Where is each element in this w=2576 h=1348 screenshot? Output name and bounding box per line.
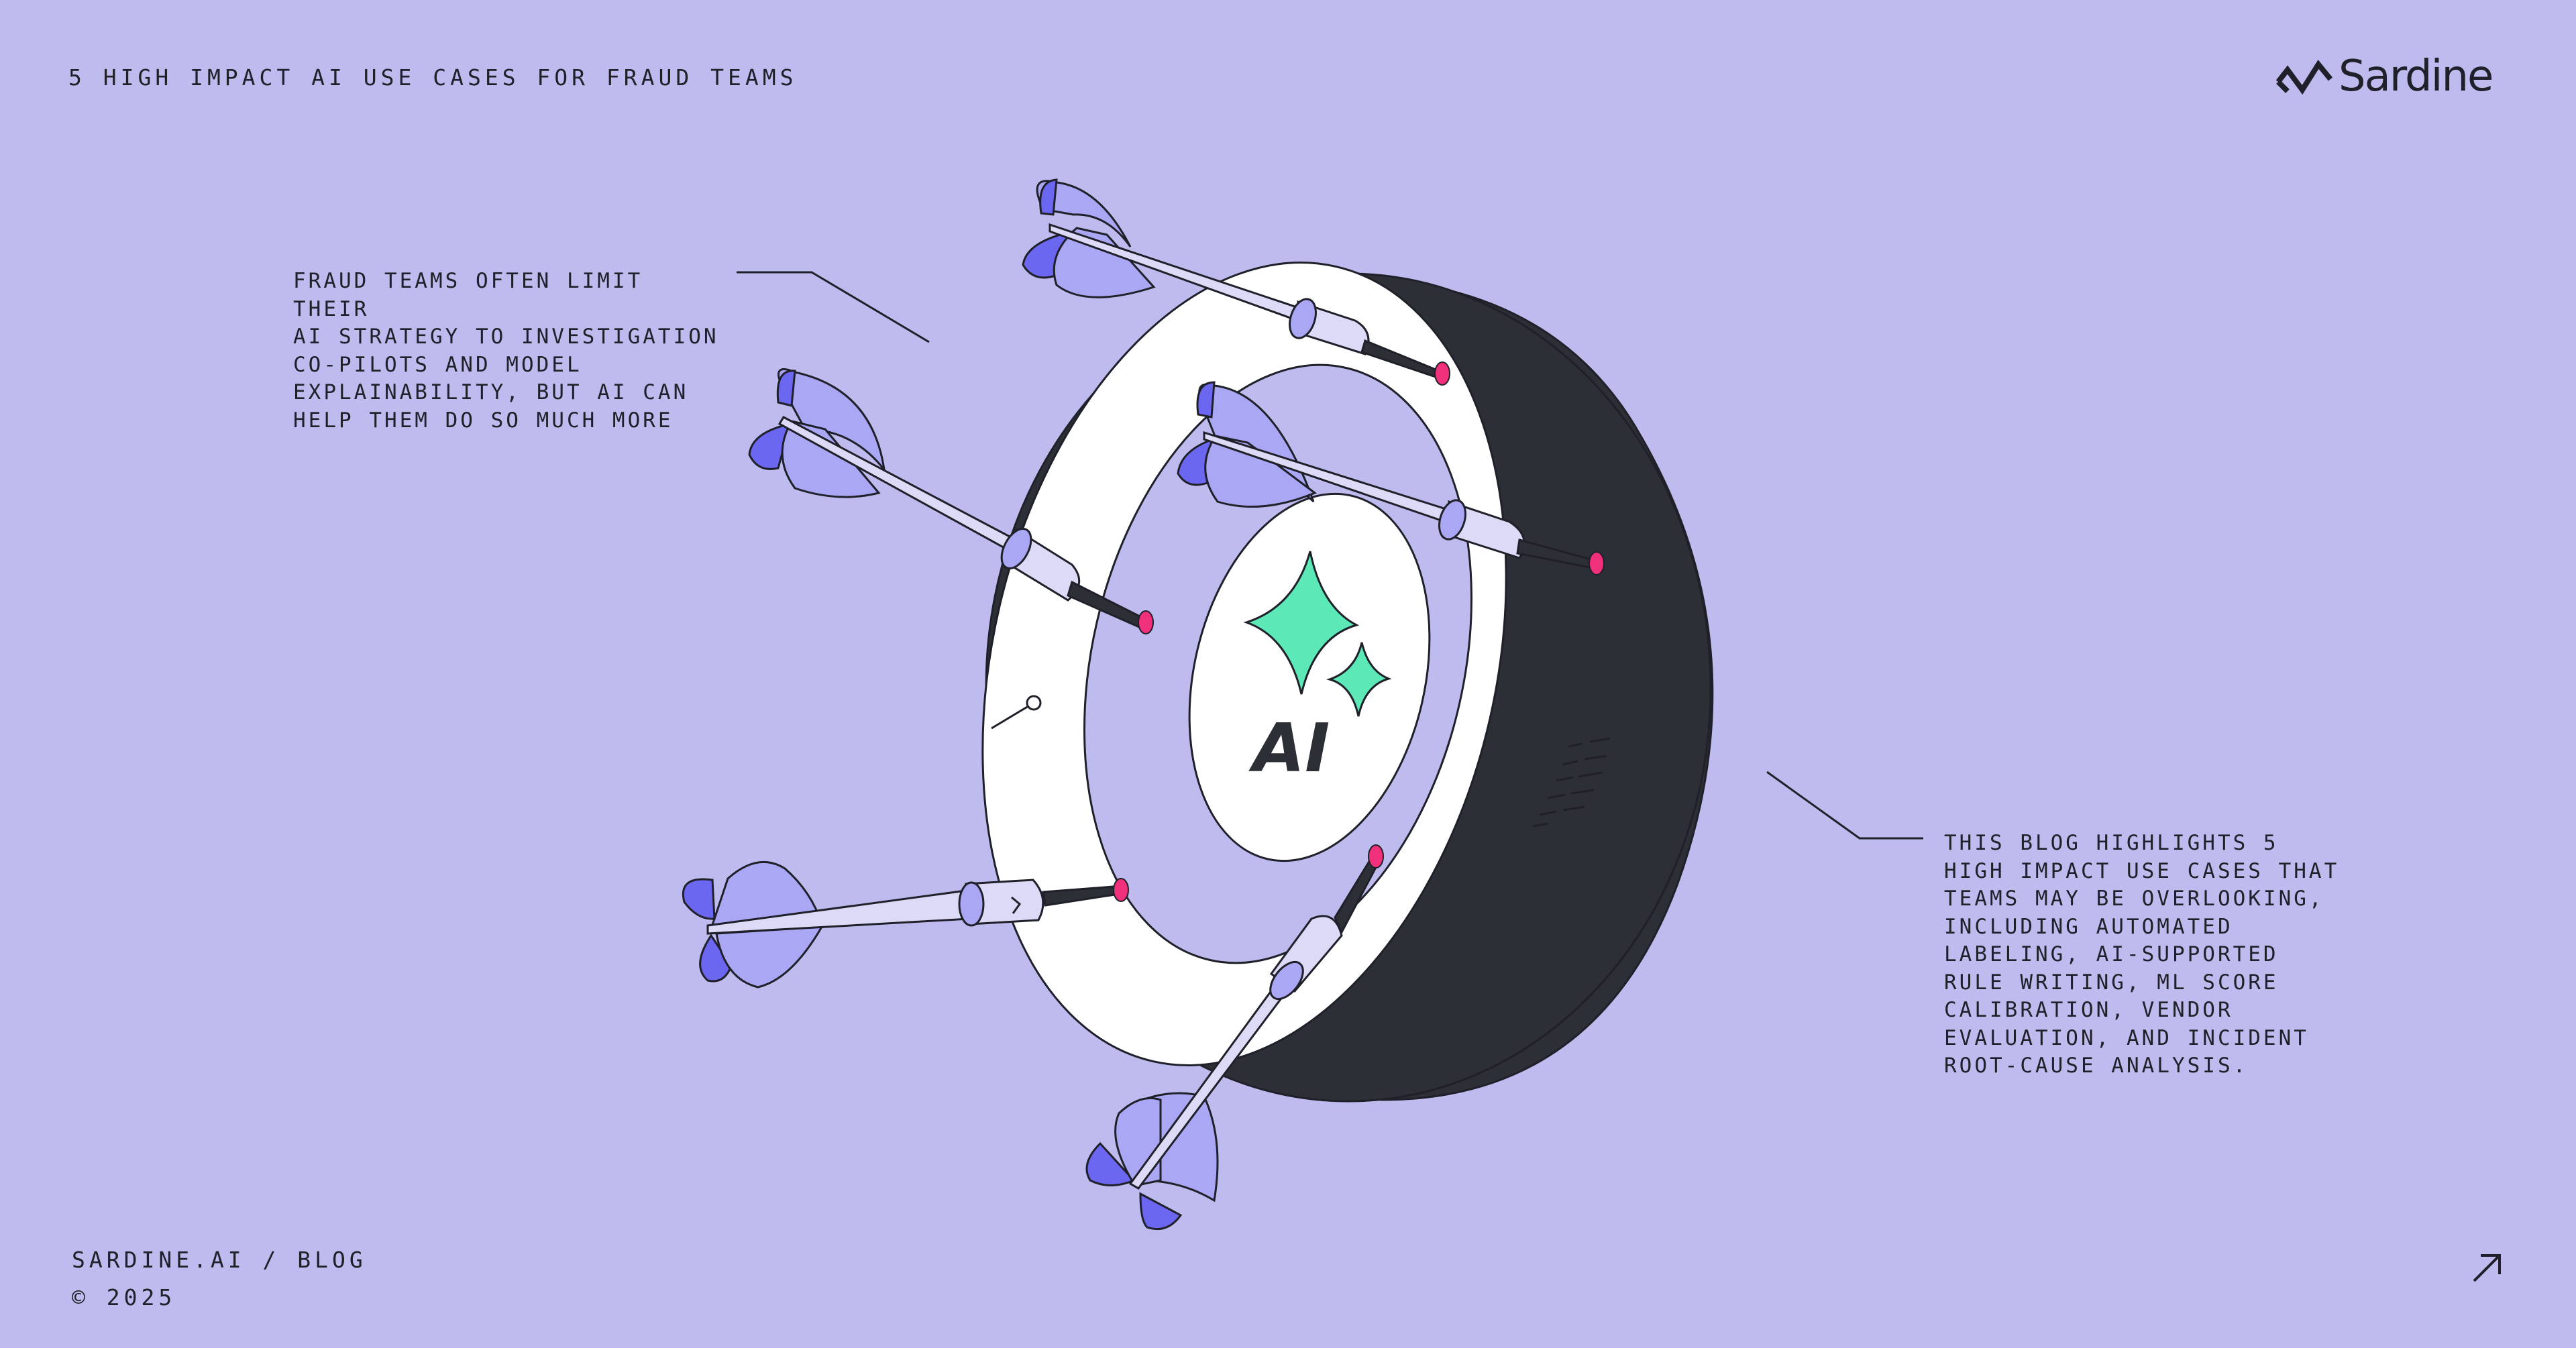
footer: SARDINE.AI / BLOG © 2025 (72, 1241, 367, 1316)
dart-icon (682, 860, 1129, 989)
sardine-logo[interactable]: Sardine (2275, 51, 2493, 102)
callout-left: FRAUD TEAMS OFTEN LIMIT THEIR AI STRATEG… (293, 268, 722, 435)
dart-icon (748, 368, 1154, 634)
callout-right: THIS BLOG HIGHLIGHTS 5 HIGH IMPACT USE C… (1944, 830, 2347, 1080)
footer-site-link[interactable]: SARDINE.AI / BLOG (72, 1247, 367, 1273)
callout-right-line: INCLUDING AUTOMATED (1944, 914, 2233, 939)
dart-icon (1022, 178, 1450, 386)
callout-left-line: EXPLAINABILITY, BUT AI CAN (293, 380, 689, 404)
callout-right-line: RULE WRITING, ML SCORE (1944, 970, 2279, 995)
open-link-button[interactable] (2469, 1249, 2506, 1286)
callout-right-line: THIS BLOG HIGHLIGHTS 5 (1944, 831, 2279, 855)
callout-right-line: LABELING, AI-SUPPORTED (1944, 942, 2279, 966)
arrow-up-right-icon (2473, 1254, 2501, 1282)
callout-right-line: TEAMS MAY BE OVERLOOKING, (1944, 887, 2324, 911)
sparkle-icon (1243, 551, 1392, 717)
dart-icon (1085, 844, 1384, 1231)
callout-left-line: AI STRATEGY TO INVESTIGATION (293, 325, 719, 349)
sardine-logo-icon (2275, 60, 2333, 95)
callout-right-line: EVALUATION, AND INCIDENT (1944, 1025, 2309, 1050)
ai-label: AI (1248, 709, 1330, 787)
logo-wordmark: Sardine (2339, 52, 2493, 101)
page-title: 5 HIGH IMPACT AI USE CASES FOR FRAUD TEA… (68, 64, 798, 91)
dart-icon (1177, 381, 1605, 575)
footer-copyright: © 2025 (72, 1284, 176, 1310)
callout-left-line: FRAUD TEAMS OFTEN LIMIT THEIR (293, 269, 643, 321)
callout-right-connector (1766, 771, 1923, 840)
callout-left-line: HELP THEM DO SO MUCH MORE (293, 408, 674, 433)
callout-left-connector (737, 271, 930, 343)
callout-left-line: CO-PILOTS AND MODEL (293, 352, 582, 377)
callout-right-line: CALIBRATION, VENDOR (1944, 998, 2233, 1022)
callout-right-line: HIGH IMPACT USE CASES THAT (1944, 858, 2340, 883)
callout-right-line: ROOT-CAUSE ANALYSIS. (1944, 1054, 2249, 1078)
